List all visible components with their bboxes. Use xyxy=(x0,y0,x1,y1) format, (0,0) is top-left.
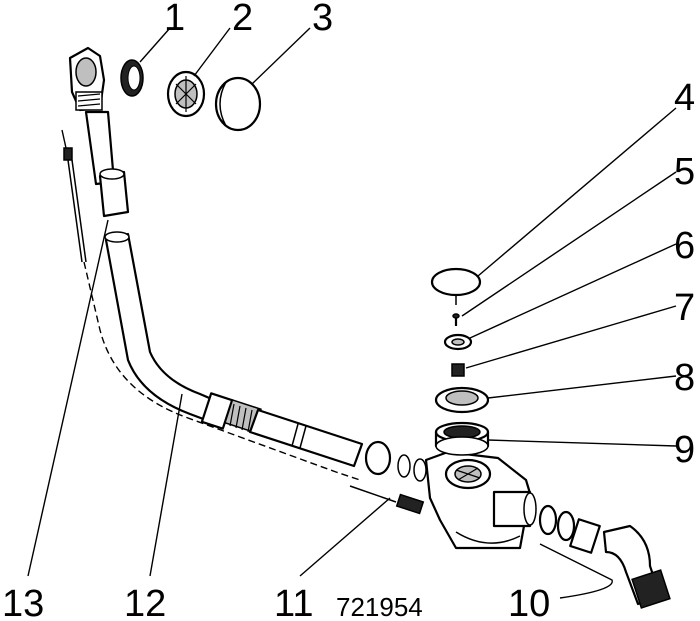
callout-3: 3 xyxy=(312,0,333,39)
plug-washer xyxy=(443,333,473,351)
drain-trap-body xyxy=(424,450,537,550)
overflow-cover-cap xyxy=(214,76,262,132)
cable-end-fitting xyxy=(349,485,425,515)
bowden-cable xyxy=(61,129,361,481)
overflow-head-assembly xyxy=(68,46,116,186)
sealing-ring xyxy=(120,59,144,97)
callout-13: 13 xyxy=(2,583,44,621)
drain-plug-cap xyxy=(430,267,482,305)
callout-4: 4 xyxy=(674,77,695,119)
trap-inlet-fittings xyxy=(364,440,427,482)
plug-screw xyxy=(452,313,460,326)
callout-6: 6 xyxy=(674,225,695,267)
outlet-elbow-pipe xyxy=(538,504,671,609)
callout-11: 11 xyxy=(274,583,313,621)
callout-5: 5 xyxy=(674,151,695,193)
waste-flange xyxy=(434,386,490,414)
callout-10: 10 xyxy=(508,583,550,621)
callout-8: 8 xyxy=(674,357,695,399)
callout-7: 7 xyxy=(674,287,695,329)
plug-spring xyxy=(451,363,465,377)
overflow-grille xyxy=(166,70,206,118)
flange-nut xyxy=(434,421,490,456)
bent-drain-pipe xyxy=(104,231,364,468)
callout-2: 2 xyxy=(232,0,253,39)
callout-12: 12 xyxy=(124,583,166,621)
callout-9: 9 xyxy=(674,429,695,471)
part-code: 721954 xyxy=(336,592,423,621)
callout-1: 1 xyxy=(164,0,185,39)
leader-lines xyxy=(27,27,677,599)
